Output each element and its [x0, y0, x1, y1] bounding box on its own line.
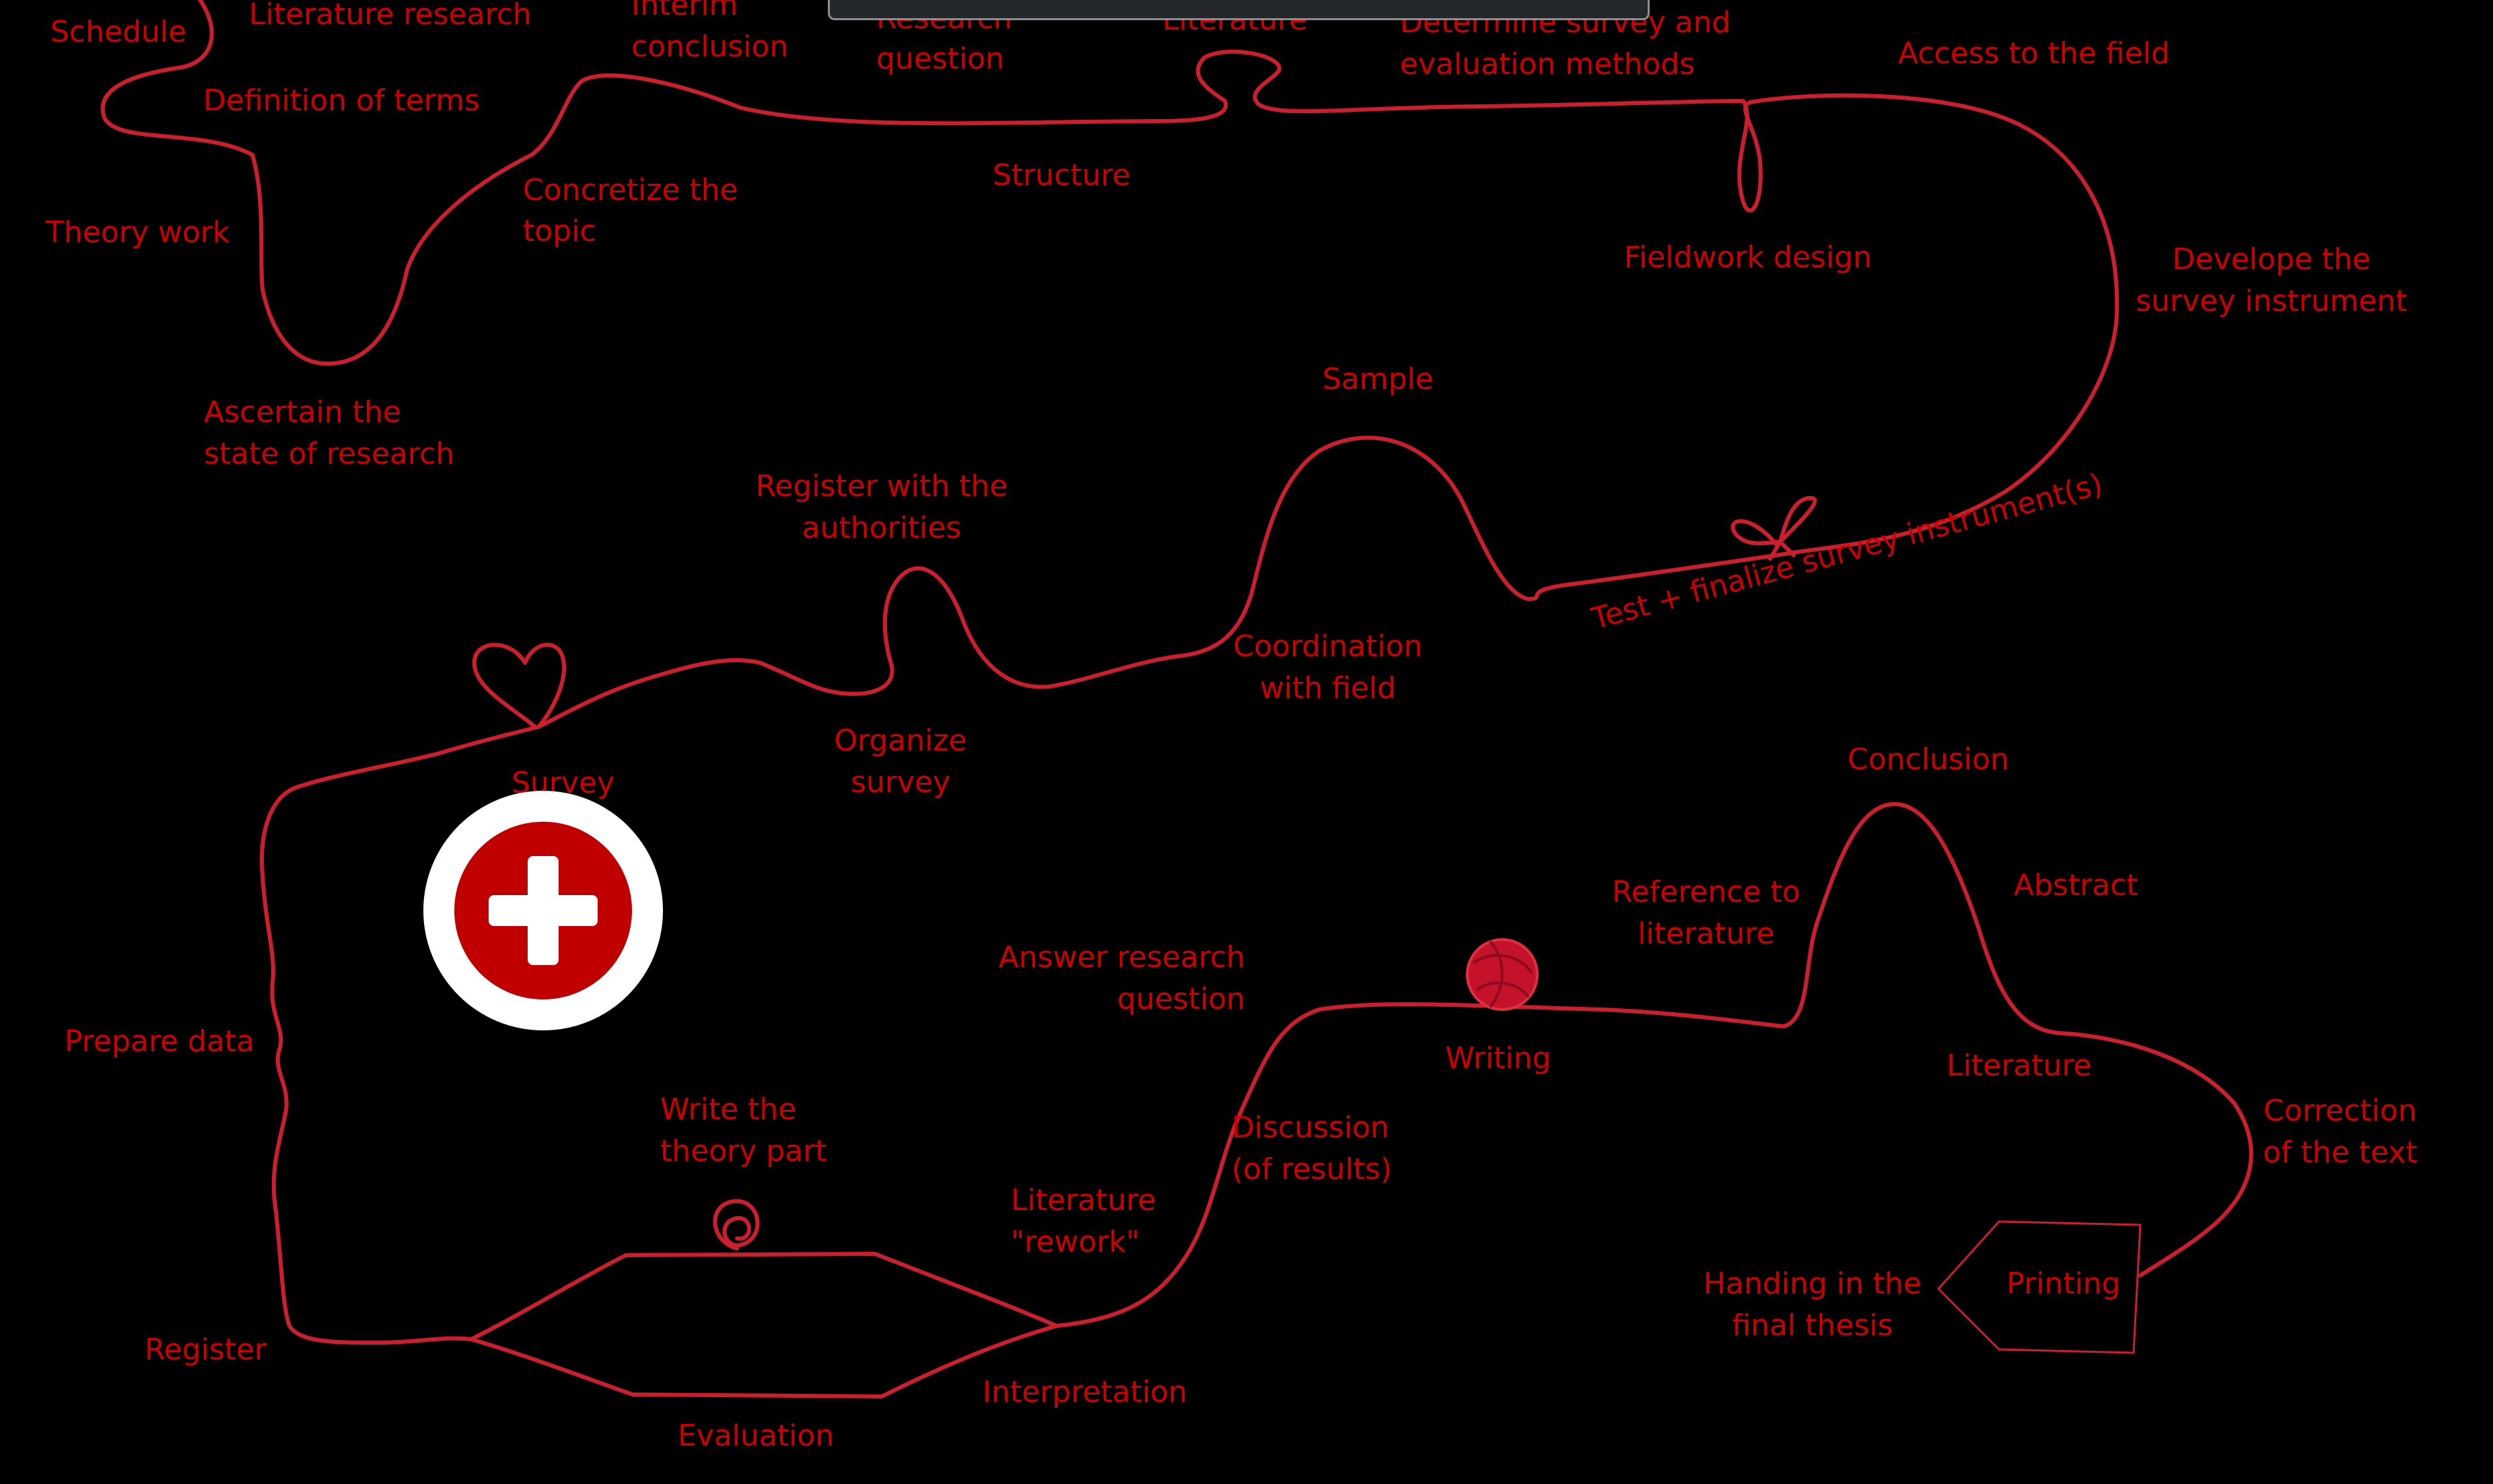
label-correction-text-1: Correction — [2263, 1094, 2417, 1128]
label-coordination-field-2: with field — [1260, 671, 1396, 705]
label-ascertain-state-1: Ascertain the — [204, 395, 401, 429]
label-concretize-topic-1: Concretize the — [523, 173, 738, 207]
label-interim-conclusion-1: Interim — [631, 0, 738, 22]
label-evaluation: Evaluation — [678, 1419, 834, 1453]
label-layer: Schedule Literature research Interim con… — [45, 0, 2418, 1453]
label-ascertain-state-2: state of research — [204, 437, 454, 471]
thread-bow — [1730, 496, 1817, 561]
label-theory-work: Theory work — [45, 215, 230, 250]
label-register: Register — [145, 1333, 267, 1367]
label-discussion-1: Discussion — [1232, 1110, 1389, 1145]
label-conclusion: Conclusion — [1848, 742, 2009, 777]
label-interim-conclusion-2: conclusion — [631, 30, 788, 64]
label-printing: Printing — [2006, 1267, 2120, 1301]
label-concretize-topic-2: topic — [523, 214, 596, 248]
yarn-ball-texture — [1473, 941, 1533, 1008]
label-organize-survey-2: survey — [851, 765, 950, 800]
label-sample: Sample — [1323, 362, 1434, 396]
label-literature-rework-2: "rework" — [1011, 1225, 1139, 1259]
label-determine-methods-2: evaluation methods — [1400, 47, 1695, 81]
label-literature-rework-1: Literature — [1011, 1183, 1156, 1217]
label-structure: Structure — [993, 158, 1131, 192]
label-register-authorities-2: authorities — [802, 511, 962, 545]
thread-segment-fieldwork — [260, 435, 1530, 1345]
plus-icon — [489, 856, 598, 965]
label-fieldwork-design: Fieldwork design — [1624, 240, 1872, 275]
label-research-question-2: question — [876, 42, 1004, 76]
label-register-authorities-1: Register with the — [756, 469, 1008, 503]
label-discussion-2: (of results) — [1232, 1152, 1392, 1187]
thread-segment-writing — [1055, 802, 2253, 1328]
label-test-finalize: Test + finalize survey instrument(s) — [1588, 467, 2107, 637]
label-handing-in-2: final thesis — [1732, 1308, 1893, 1343]
label-interpretation: Interpretation — [983, 1375, 1187, 1409]
label-coordination-field-1: Coordination — [1233, 629, 1422, 664]
label-write-theory-2: theory part — [660, 1134, 827, 1168]
label-literature-bottom: Literature — [1946, 1049, 2091, 1083]
yarn-knot-theory — [713, 1199, 760, 1250]
label-definition-terms: Definition of terms — [203, 83, 480, 118]
label-organize-survey-1: Organize — [834, 723, 967, 758]
label-literature-research: Literature research — [249, 0, 532, 32]
label-correction-text-2: of the text — [2263, 1135, 2417, 1170]
thread-segment-planning — [100, 0, 2119, 601]
label-answer-question-2: question — [1117, 982, 1245, 1016]
top-popup-bar[interactable] — [828, 0, 1650, 20]
thread-segment-evaluation — [469, 1252, 1059, 1399]
label-develope-instrument-2: survey instrument — [2136, 284, 2407, 318]
label-access-field: Access to the field — [1898, 36, 2170, 71]
label-write-theory-1: Write the — [660, 1092, 796, 1127]
label-develope-instrument-1: Develope the — [2173, 242, 2371, 277]
thread-heart — [472, 642, 566, 729]
add-button[interactable] — [423, 791, 663, 1030]
label-answer-question-1: Answer research — [999, 940, 1245, 975]
label-writing: Writing — [1445, 1041, 1551, 1075]
label-reference-literature-2: literature — [1638, 917, 1774, 951]
printing-tag-outline — [1937, 1220, 2142, 1354]
label-reference-literature-1: Reference to — [1612, 875, 1800, 909]
label-abstract: Abstract — [2014, 868, 2138, 903]
label-prepare-data: Prepare data — [65, 1024, 254, 1059]
label-handing-in-1: Handing in the — [1704, 1267, 1922, 1301]
label-schedule: Schedule — [50, 15, 186, 49]
